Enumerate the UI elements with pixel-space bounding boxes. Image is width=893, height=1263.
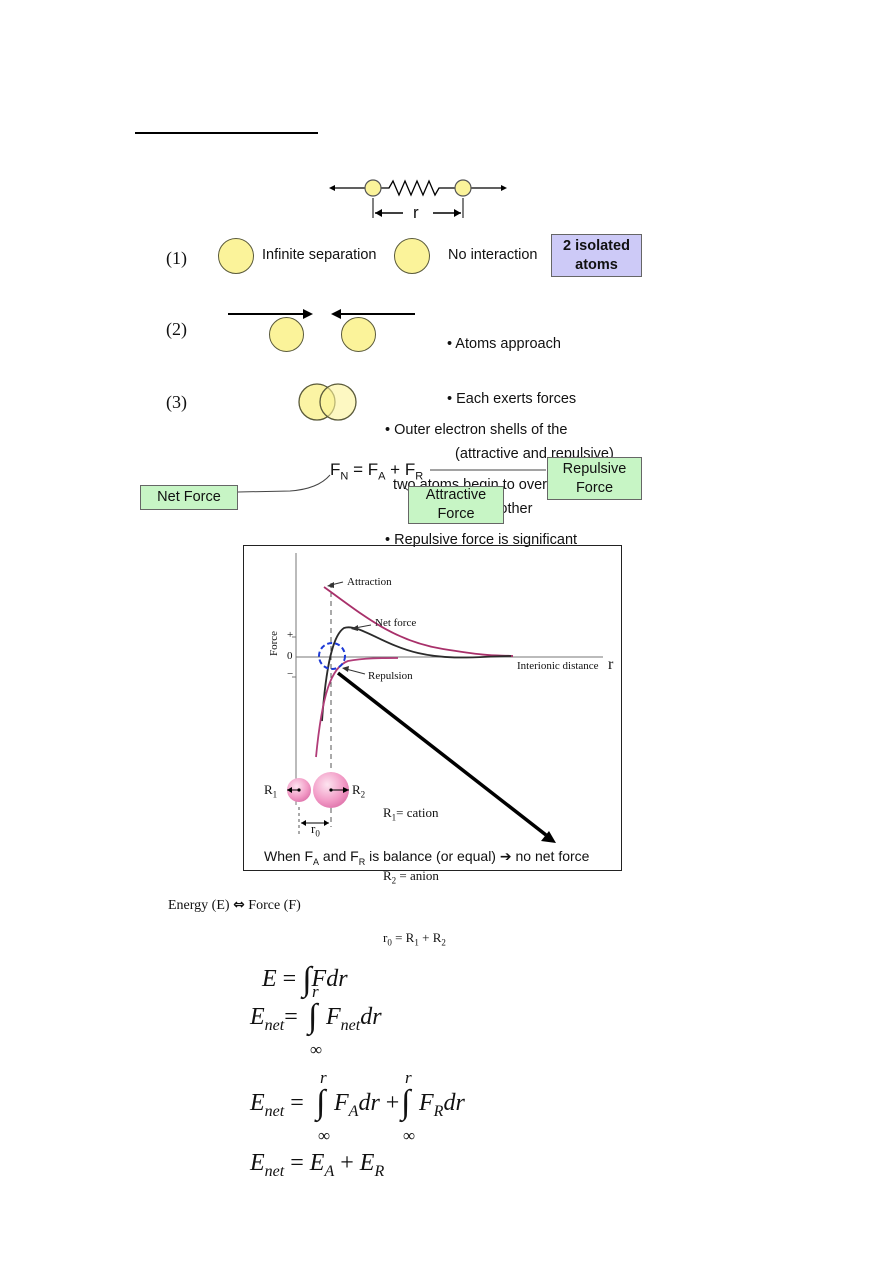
y-zero-label: 0 <box>287 650 293 662</box>
net-force-curve <box>321 626 512 722</box>
step3-number: (3) <box>166 392 187 412</box>
x-axis-label: Interionic distance <box>517 660 599 672</box>
arrow-icon: ➔ <box>499 849 512 865</box>
bullet-text: • Outer electron shells of the <box>385 422 568 438</box>
step1-right-text: No interaction <box>448 247 538 263</box>
attraction-curve <box>323 586 514 657</box>
force-chart <box>287 553 603 843</box>
R2-label: R2 <box>352 782 366 800</box>
r0-label: r0 <box>311 821 320 839</box>
step2-number: (2) <box>166 319 187 339</box>
header-rule <box>135 132 318 134</box>
legend-anion: R2 = anion <box>383 867 439 886</box>
isolated-atoms-box: 2 isolated atoms <box>551 234 642 277</box>
equation-energy-integral: E = ∫Fdr <box>262 961 348 998</box>
attraction-label: Attraction <box>347 576 392 588</box>
bullet-text: • Repulsive force is significant <box>385 532 578 548</box>
net-force-box: Net Force <box>140 485 238 510</box>
atom-icon <box>218 238 254 274</box>
repulsive-force-box: Repulsive Force <box>547 457 642 500</box>
atom-icon <box>341 317 376 352</box>
equation-net-energy-split: r Enet = ∫ FAdr + ∞ r ∫ FRdr ∞ <box>250 1068 465 1145</box>
net-force-label: Net force <box>375 617 417 629</box>
atom-icon <box>394 238 430 274</box>
bullet-text: • Each exerts forces <box>447 391 577 407</box>
equation-net-energy: r Enet= ∫ Fnetdr ∞ <box>250 982 382 1059</box>
big-arrow-line <box>336 671 548 837</box>
legend-cation: R1= cation <box>383 805 439 823</box>
spring-r-label: r <box>413 203 419 222</box>
step1-number: (1) <box>166 248 187 268</box>
equation-net-energy-sum: Enet = EA + ER <box>250 1150 385 1180</box>
energy-force-line: Energy (E) ⇔ Force (F) <box>168 897 301 913</box>
force-axis-label: Force <box>268 630 280 656</box>
spring-diagram <box>329 179 507 218</box>
force-equation: FN = FA + FR <box>330 460 424 483</box>
ion-legend: R1= cation R2 = anion r0 = R1 + R2 <box>383 765 446 972</box>
double-arrow-icon: ⇔ <box>233 897 245 913</box>
overlapping-atoms-icon <box>298 383 357 421</box>
approach-arrows <box>228 309 415 319</box>
step1-left-text: Infinite separation <box>262 247 377 263</box>
repulsion-curve <box>315 657 399 758</box>
y-plus-label: + <box>287 629 294 641</box>
bullet-text: • Atoms approach <box>447 336 561 352</box>
atom-icon <box>269 317 304 352</box>
attractive-force-box: Attractive Force <box>408 486 504 524</box>
chart-caption: When FA and FR is balance (or equal) ➔ n… <box>264 848 590 867</box>
legend-r0: r0 = R1 + R2 <box>383 930 446 948</box>
y-minus-label: − <box>287 668 294 680</box>
repulsion-label: Repulsion <box>368 670 413 682</box>
force-chart-frame <box>243 545 622 871</box>
R1-label: R1 <box>264 782 278 800</box>
x-axis-r-label: r <box>608 656 614 673</box>
equilibrium-circle <box>318 642 346 670</box>
big-arrow-head <box>541 831 556 843</box>
